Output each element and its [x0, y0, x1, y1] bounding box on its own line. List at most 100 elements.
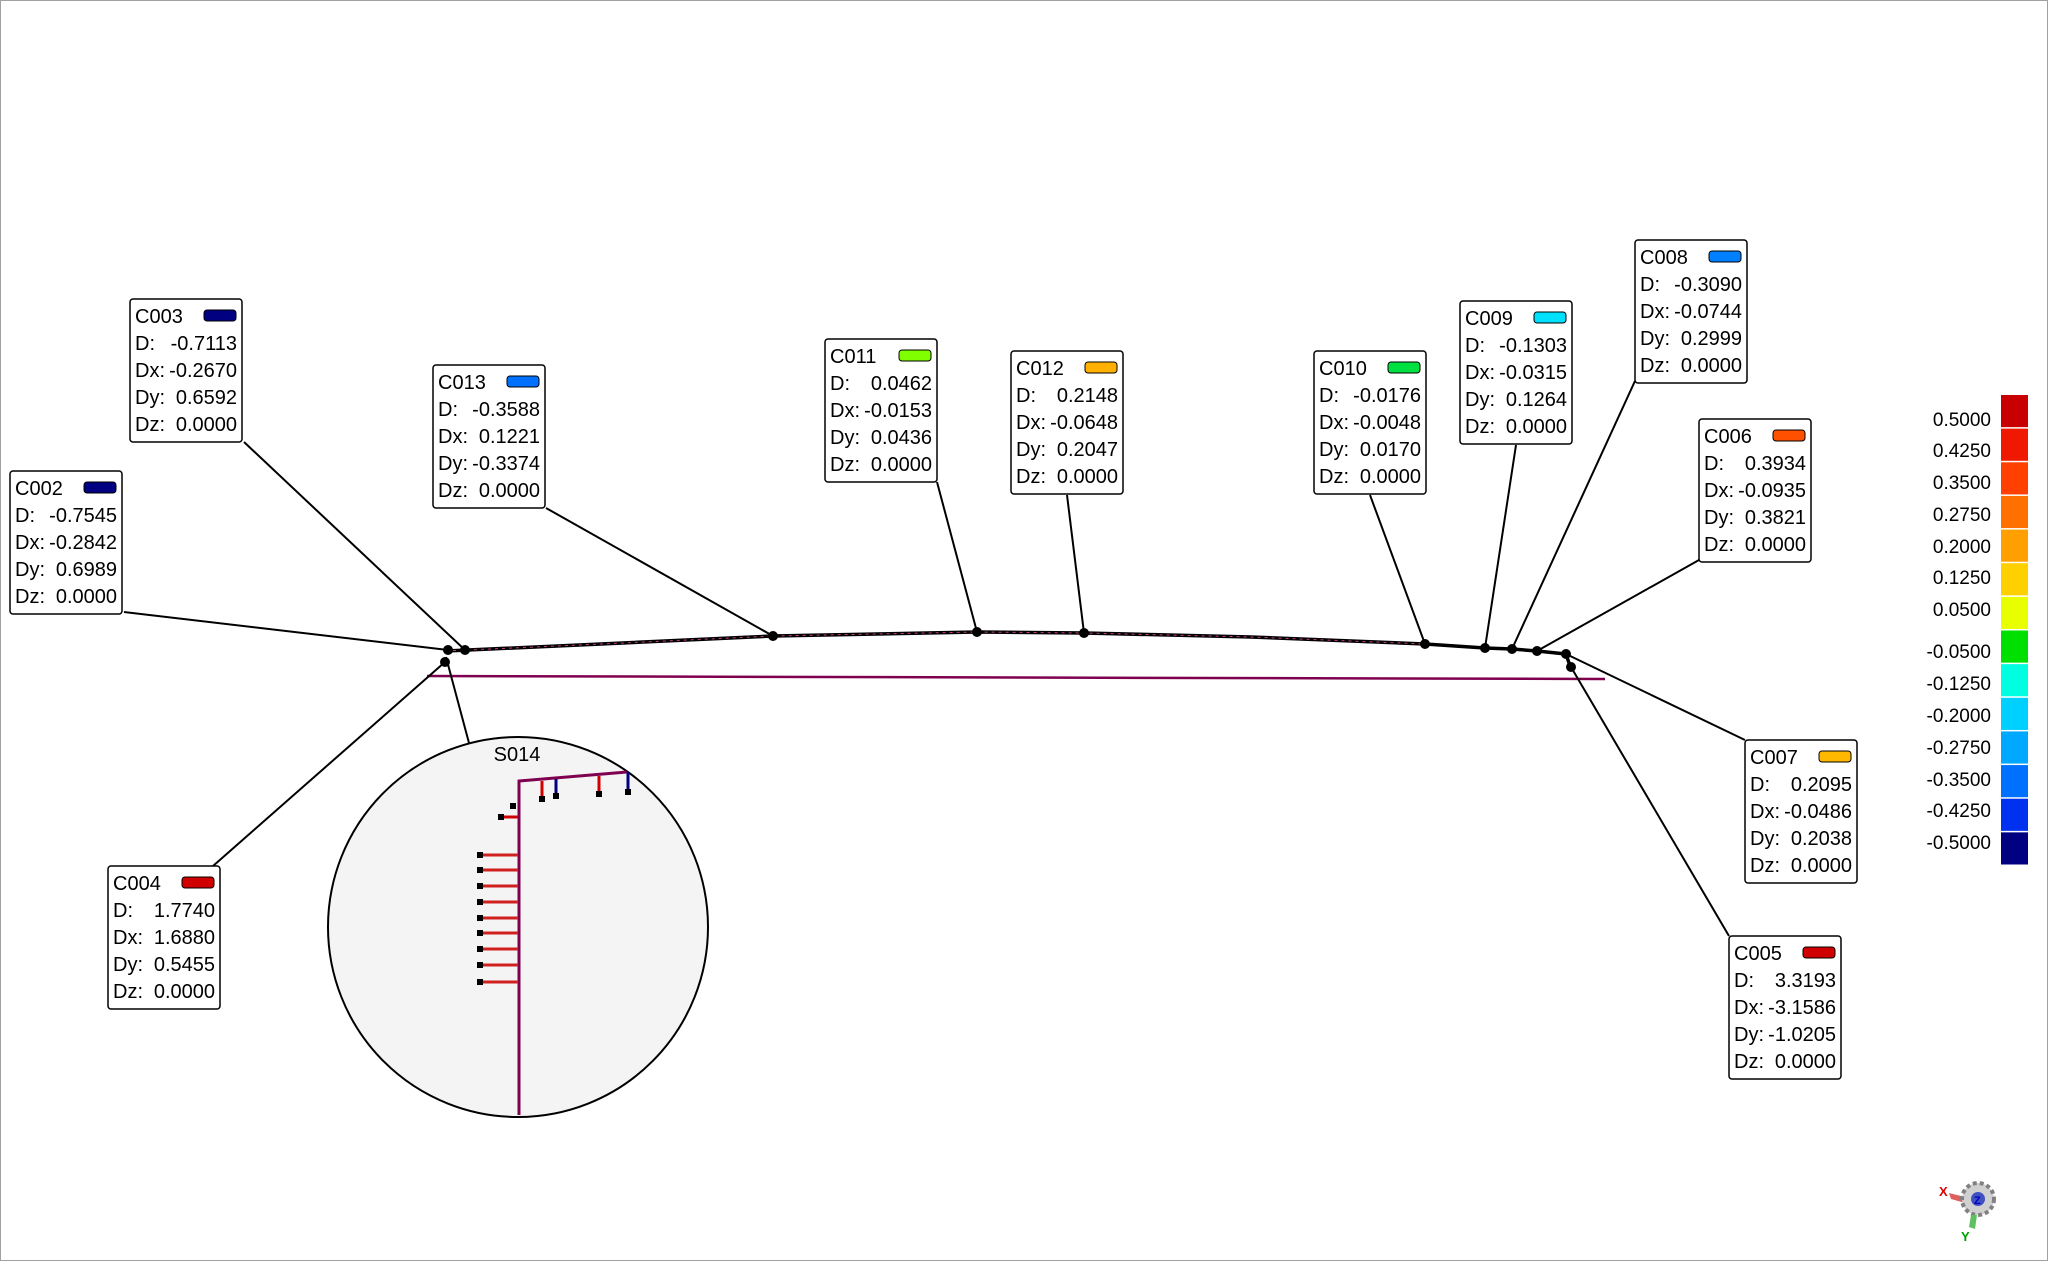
callout-title: C009: [1465, 308, 1513, 330]
callout-title: C004: [113, 873, 161, 895]
row-label: Dy:: [1734, 1024, 1764, 1046]
leader-line: [1570, 666, 1730, 937]
value-dx: -0.0048: [1353, 412, 1421, 434]
row-label: D:: [830, 373, 850, 395]
callout-c009[interactable]: C009D:-0.1303Dx:-0.0315Dy:0.1264Dz:0.000…: [1459, 300, 1573, 445]
row-label: Dy:: [1640, 328, 1670, 350]
measure-point[interactable]: [1079, 628, 1089, 638]
value-dy: 0.2038: [1791, 828, 1852, 850]
callout-c005[interactable]: C005D:3.3193Dx:-3.1586Dy:-1.0205Dz:0.000…: [1728, 935, 1842, 1080]
value-dz: 0.0000: [871, 454, 932, 476]
row-label: Dz:: [15, 586, 45, 608]
measure-point[interactable]: [460, 645, 470, 655]
callout-title: C012: [1016, 358, 1064, 380]
leader-line: [1536, 559, 1700, 652]
color-legend-swatch: [2001, 630, 2028, 663]
axis-triad-icon: X Y Z: [1939, 1181, 1996, 1244]
value-d: 1.7740: [154, 900, 215, 922]
row-label: Dz:: [1704, 534, 1734, 556]
leader-line: [1511, 380, 1636, 650]
color-swatch: [506, 375, 540, 388]
callout-title: C007: [1750, 747, 1798, 769]
row-label: Dy:: [830, 427, 860, 449]
color-swatch: [1533, 311, 1567, 324]
value-dz: 0.0000: [1506, 416, 1567, 438]
leader-line: [545, 507, 774, 637]
value-d: -0.0176: [1353, 385, 1421, 407]
value-dx: -0.2670: [169, 360, 237, 382]
value-dy: -1.0205: [1768, 1024, 1836, 1046]
row-label: D:: [1704, 453, 1724, 475]
row-label: Dx:: [15, 532, 45, 554]
row-label: D:: [1319, 385, 1339, 407]
value-dz: 0.0000: [1791, 855, 1852, 877]
row-label: Dy:: [135, 387, 165, 409]
color-swatch: [1084, 361, 1118, 374]
row-label: Dz:: [1640, 355, 1670, 377]
value-dy: 0.3821: [1745, 507, 1806, 529]
row-label: Dx:: [1640, 301, 1670, 323]
color-swatch: [898, 349, 932, 362]
value-dx: -0.0486: [1784, 801, 1852, 823]
color-legend-label: 0.2000: [1933, 537, 1991, 558]
callout-c002[interactable]: C002D:-0.7545Dx:-0.2842Dy:0.6989Dz:0.000…: [9, 470, 123, 615]
row-label: Dz:: [1319, 466, 1349, 488]
row-label: Dy:: [15, 559, 45, 581]
row-label: Dy:: [1465, 389, 1495, 411]
color-swatch: [1772, 429, 1806, 442]
measure-point[interactable]: [1561, 649, 1571, 659]
row-label: D:: [438, 399, 458, 421]
measure-point[interactable]: [443, 645, 453, 655]
row-label: Dy:: [1704, 507, 1734, 529]
row-label: Dx:: [113, 927, 143, 949]
color-legend-swatch: [2001, 664, 2028, 697]
value-dx: -3.1586: [1768, 997, 1836, 1019]
leader-line: [123, 611, 449, 651]
color-legend-swatch: [2001, 428, 2028, 461]
value-dz: 0.0000: [176, 414, 237, 436]
measure-point[interactable]: [1532, 646, 1542, 656]
value-dx: -0.0648: [1050, 412, 1118, 434]
value-d: -0.7545: [49, 505, 117, 527]
callout-c003[interactable]: C003D:-0.7113Dx:-0.2670Dy:0.6592Dz:0.000…: [129, 298, 243, 443]
row-label: Dy:: [1319, 439, 1349, 461]
measured-profile-curve: [445, 630, 1573, 670]
value-dy: 0.6989: [56, 559, 117, 581]
row-label: Dx:: [135, 360, 165, 382]
color-legend-swatch: [2001, 495, 2028, 529]
callout-c008[interactable]: C008D:-0.3090Dx:-0.0744Dy:0.2999Dz:0.000…: [1634, 239, 1748, 384]
value-dx: -0.0315: [1499, 362, 1567, 384]
measure-point[interactable]: [1566, 662, 1576, 672]
callout-c010[interactable]: C010D:-0.0176Dx:-0.0048Dy:0.0170Dz:0.000…: [1313, 350, 1427, 495]
value-dz: 0.0000: [479, 480, 540, 502]
color-legend-swatch: [2001, 529, 2028, 562]
row-label: Dz:: [113, 981, 143, 1003]
measure-point[interactable]: [1480, 643, 1490, 653]
row-label: Dx:: [1016, 412, 1046, 434]
color-legend-swatch: [2001, 798, 2028, 831]
row-label: Dx:: [438, 426, 468, 448]
value-dx: -0.0744: [1674, 301, 1742, 323]
row-label: Dz:: [1016, 466, 1046, 488]
svg-text:X: X: [1939, 1184, 1948, 1199]
measure-point[interactable]: [768, 631, 778, 641]
callout-title: C005: [1734, 943, 1782, 965]
callout-c013[interactable]: C013D:-0.3588Dx:0.1221Dy:-0.3374Dz:0.000…: [432, 364, 546, 509]
value-d: -0.1303: [1499, 335, 1567, 357]
measure-point[interactable]: [1507, 644, 1517, 654]
color-legend-label: 0.2750: [1933, 505, 1991, 526]
measure-point[interactable]: [972, 627, 982, 637]
measure-point[interactable]: [1420, 639, 1430, 649]
color-legend-swatch: [2001, 832, 2028, 865]
row-label: Dx:: [1734, 997, 1764, 1019]
color-legend-swatch: [2001, 462, 2028, 495]
color-legend-label: -0.3500: [1927, 770, 1991, 791]
color-legend-label: 0.4250: [1933, 441, 1991, 462]
